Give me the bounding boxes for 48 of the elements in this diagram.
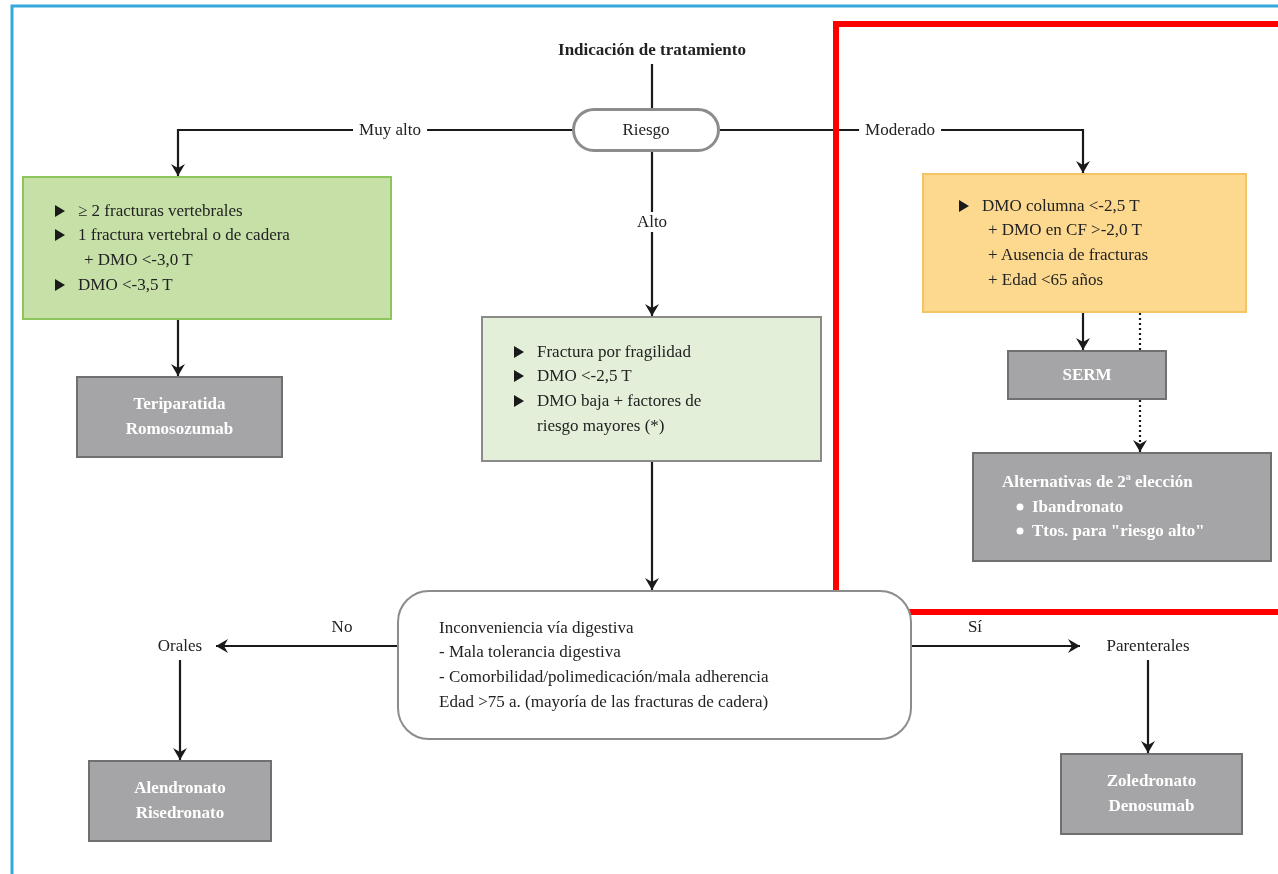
box-text: SERM [1062,363,1112,386]
box-text: DMO <-2,5 T [537,365,633,388]
box-text: - Comorbilidad/polimedicación/mala adherencia [439,666,769,688]
treatment-box [88,760,272,842]
box-text: ≥ 2 fracturas vertebrales [78,199,243,222]
treatment-box [1007,350,1167,400]
treatment-box [76,376,283,458]
box-text: + DMO <-3,0 T [84,249,193,271]
criteria-box [22,176,392,320]
box-text: DMO <-3,5 T [78,273,173,296]
box-heading: Alternativas de 2ª elección [1002,471,1193,494]
box-text: Teriparatida Romosozumab [124,393,235,440]
box-text: 1 fractura vertebral o de cadera [78,224,290,247]
route-label: Orales [146,632,214,660]
title-text: Indicación de tratamiento [512,36,792,64]
box-text: Ttos. para "riesgo alto" [1032,520,1205,543]
decision-pill [572,108,720,152]
box-text: Ibandronato [1032,495,1124,518]
criteria-box [922,173,1247,313]
box-text: DMO columna <-2,5 T [982,194,1140,217]
condition-box [397,590,912,740]
box-text: Edad >75 a. (mayoría de las fracturas de cadera) [439,690,769,713]
arrow [912,639,1080,653]
box-text: - Mala tolerancia digestiva [439,641,621,664]
treatment-box [972,452,1272,562]
edge-label: Muy alto [353,120,427,140]
box-text: Fractura por fragilidad [537,340,692,363]
arrow [1076,313,1090,350]
arrow [645,462,659,590]
box-text: DMO baja + factores de riesgo mayores (*) [537,390,703,437]
box-text: + Ausencia de fracturas [988,244,1149,266]
arrow [645,152,659,316]
arrow [1141,660,1155,753]
arrow [173,660,187,760]
connector-line [650,64,654,108]
arrow [216,639,397,653]
box-text: + Edad <65 años [988,268,1103,291]
connector-line [1138,313,1142,350]
arrow [1133,400,1147,452]
arrow [171,320,185,376]
treatment-box [1060,753,1243,835]
box-text: Zoledronato Denosumab [1105,770,1198,817]
box-text: + DMO en CF >-2,0 T [988,219,1142,242]
route-label: Parenterales [1082,632,1214,660]
box-text: Inconveniencia vía digestiva [439,616,634,639]
criteria-box [481,316,822,462]
box-text: Alendronato Risedronato [133,777,227,824]
box-text: Riesgo [622,118,670,141]
